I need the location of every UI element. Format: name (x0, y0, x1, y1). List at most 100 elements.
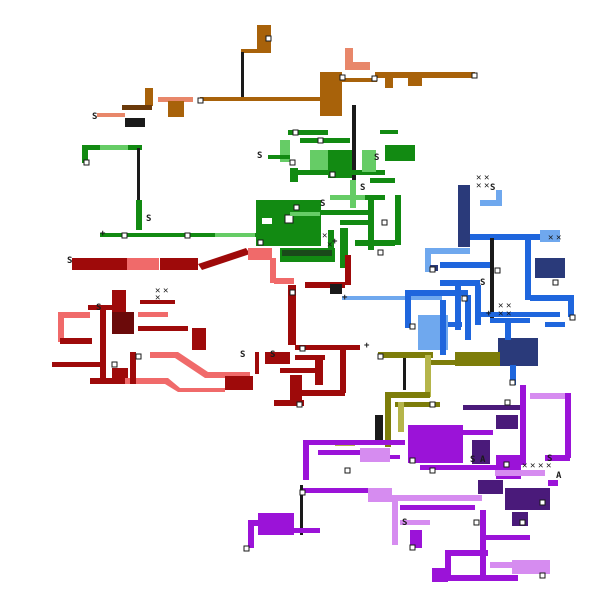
door-marker (83, 159, 90, 166)
door-marker (299, 345, 306, 352)
green-corridor (300, 138, 350, 143)
green-corridor (355, 240, 395, 246)
start-marker: S (547, 454, 552, 464)
blue-corridor (530, 295, 570, 301)
green-room (280, 140, 290, 162)
green-room (362, 150, 376, 172)
red-room (127, 258, 159, 270)
red-corridor (150, 352, 250, 378)
red-corridor (274, 400, 304, 406)
purple-corridor (400, 520, 430, 525)
green-corridor (82, 145, 88, 163)
red-network (52, 248, 360, 406)
start-marker: S (257, 151, 262, 161)
purple-corridor (392, 495, 398, 545)
cross-marker: ✕ (327, 240, 332, 250)
purple-room (360, 448, 390, 462)
red-room (290, 375, 302, 400)
door-marker (552, 279, 559, 286)
door-marker (381, 219, 388, 226)
green-corridor (370, 178, 395, 183)
brown-corridor (342, 78, 377, 82)
cross-marker: ✕ (155, 286, 160, 296)
olive-corridor (395, 402, 440, 407)
door-marker (429, 467, 436, 474)
olive-network (335, 352, 500, 447)
door-marker (344, 467, 351, 474)
door-marker (504, 399, 511, 406)
blue-corridor (405, 290, 411, 328)
cross-marker: ✕ (163, 286, 168, 296)
blue-corridor (510, 365, 516, 385)
purple-corridor (545, 455, 570, 461)
red-corridor (300, 390, 345, 396)
blue-corridor (465, 295, 471, 340)
blue-corridor (480, 200, 502, 206)
red-corridor (270, 258, 276, 283)
brown-corridor (375, 72, 475, 78)
red-corridor (340, 348, 346, 393)
purple-corridor (445, 550, 451, 575)
red-corridor (255, 352, 259, 374)
purple-corridor (530, 393, 570, 399)
cross-marker: ✕ (546, 461, 551, 471)
indigo-room (478, 480, 503, 494)
green-room (284, 214, 294, 224)
green-room (385, 145, 415, 161)
blue-corridor (425, 248, 470, 254)
plus-marker: + (364, 341, 370, 351)
door-marker (569, 314, 576, 321)
olive-room (455, 352, 500, 366)
green-corridor (295, 170, 385, 175)
navy-room (535, 258, 565, 278)
purple-room (258, 513, 294, 535)
purple-corridor (303, 440, 309, 480)
red-room (192, 328, 206, 350)
start-marker: S (96, 303, 101, 313)
start-marker: S (360, 183, 365, 193)
blue-corridor (470, 234, 550, 240)
purple-room (368, 488, 392, 502)
start-marker: S (67, 256, 72, 266)
olive-corridor (375, 415, 383, 445)
purple-corridor (565, 393, 571, 458)
red-corridor (198, 248, 250, 270)
purple-corridor (485, 535, 530, 540)
green-corridor (288, 130, 328, 135)
plus-marker: + (100, 229, 106, 239)
door-marker (429, 401, 436, 408)
blue-corridor (455, 280, 461, 330)
brown-corridor (241, 52, 244, 99)
blue-corridor (568, 295, 574, 317)
blue-corridor (425, 252, 431, 272)
cross-marker: ✕ (530, 461, 535, 471)
door-marker (371, 75, 378, 82)
blue-corridor (496, 190, 502, 202)
cross-marker: ✕ (476, 173, 481, 183)
red-corridor (140, 300, 175, 304)
purple-corridor (390, 455, 400, 459)
door-marker (243, 545, 250, 552)
start-marker: S (480, 278, 485, 288)
navy-room (498, 338, 538, 366)
blue-corridor (525, 240, 531, 300)
start-marker: S (374, 153, 379, 163)
cross-marker: ✕ (484, 173, 489, 183)
door-marker (257, 239, 264, 246)
olive-corridor (385, 392, 391, 447)
brown-corridor (125, 118, 145, 127)
green-corridor (340, 220, 370, 225)
purple-corridor (448, 550, 488, 556)
door-marker (409, 544, 416, 551)
brown-network (97, 25, 475, 127)
green-corridor (380, 130, 398, 134)
red-corridor (130, 352, 136, 384)
brown-room (158, 97, 193, 102)
door-marker (461, 295, 468, 302)
purple-corridor (520, 385, 526, 465)
red-corridor (138, 312, 168, 317)
red-corridor (58, 312, 64, 342)
start-marker: S (240, 350, 245, 360)
green-corridor (340, 228, 348, 268)
